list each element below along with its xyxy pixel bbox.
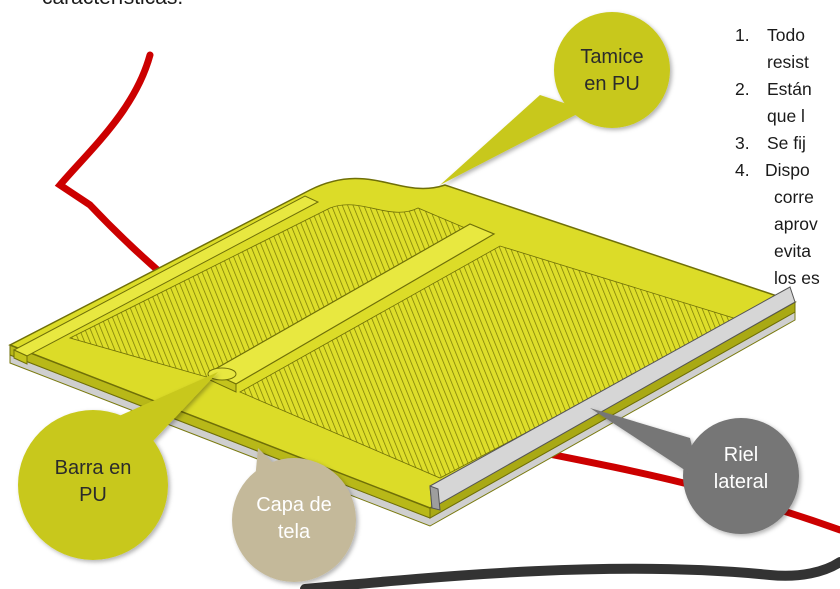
mesh-left	[68, 204, 471, 379]
list-item-3-line-1: Se fij	[767, 133, 806, 153]
capa-callout-bubble	[232, 448, 356, 582]
list-item-2: 2. Están que l	[735, 76, 840, 130]
features-list: 1. Todo resist 2. Están que l 3. Se fij …	[735, 22, 840, 292]
list-number-3: 3.	[735, 133, 750, 153]
capa-callout-label: Capa de tela	[240, 492, 348, 546]
tamice-line-1: Tamice	[580, 46, 644, 68]
top-caption: características.	[42, 0, 183, 10]
list-item-4-line-1: Dispo	[765, 160, 810, 180]
barra-callout-label: Barra en PU	[35, 455, 151, 509]
list-item-1-line-1: Todo	[767, 25, 805, 45]
barra-callout-bubble	[18, 372, 218, 560]
riel-line-2: lateral	[713, 471, 769, 493]
tamice-line-2: en PU	[584, 73, 640, 95]
list-item-4-line-3: aprov	[774, 214, 818, 234]
riel-line-1: Riel	[723, 444, 759, 466]
list-item-1-line-2: resist	[767, 52, 809, 72]
list-number-2: 2.	[735, 79, 750, 99]
dark-curve	[300, 557, 840, 589]
tamice-callout-label: Tamice en PU	[560, 44, 664, 98]
list-number-1: 1.	[735, 25, 750, 45]
barra-line-1: Barra en	[54, 457, 132, 479]
list-item-4-line-2: corre	[774, 187, 814, 207]
list-item-3: 3. Se fij	[735, 130, 840, 157]
list-item-4: 4. Dispo corre aprov evita los es	[735, 157, 840, 292]
list-item-2-line-1: Están	[767, 79, 812, 99]
list-number-4: 4.	[735, 160, 750, 180]
list-item-2-line-2: que l	[767, 106, 805, 126]
list-item-4-line-4: evita	[774, 241, 811, 261]
capa-line-2: tela	[277, 521, 311, 543]
list-item-1: 1. Todo resist	[735, 22, 840, 76]
tamice-callout-bubble	[440, 12, 670, 185]
riel-callout-label: Riel lateral	[690, 442, 792, 496]
list-item-4-line-5: los es	[774, 268, 820, 288]
capa-line-1: Capa de	[256, 494, 332, 516]
riel-callout-bubble	[590, 408, 799, 534]
barra-line-2: PU	[79, 484, 107, 506]
